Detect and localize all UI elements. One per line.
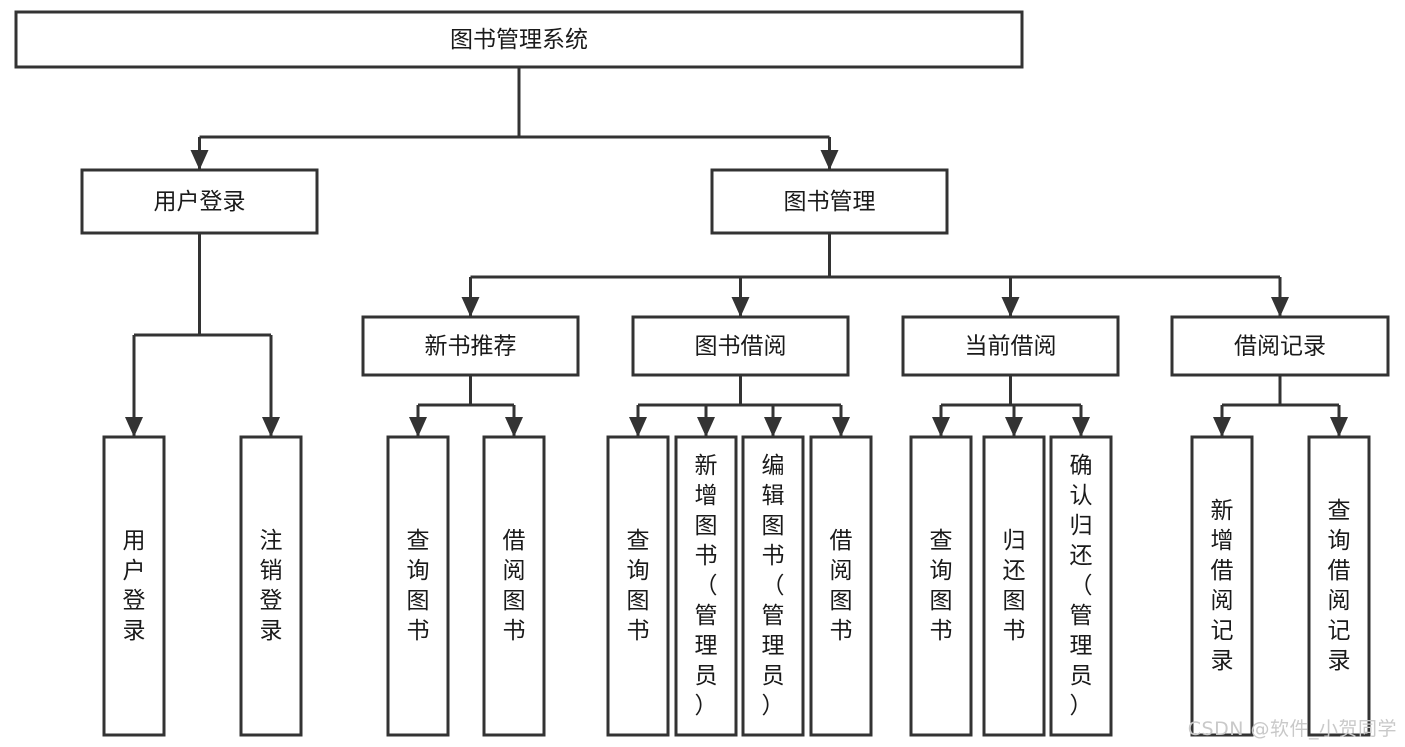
leaf-node-1-box[interactable] xyxy=(239,435,303,737)
leaf-node-12-label: 查询借阅记录 xyxy=(1328,498,1351,674)
leaf-node-3-box[interactable] xyxy=(482,435,546,737)
connectors-layer xyxy=(125,67,1348,437)
arrow-head-icon xyxy=(697,417,715,437)
level3-node-0-box[interactable] xyxy=(361,315,580,377)
level2-node-1-label: 图书管理 xyxy=(784,189,876,215)
leaf-node-1-label: 注销登录 xyxy=(260,528,283,644)
arrow-head-icon xyxy=(1330,417,1348,437)
arrow-head-icon xyxy=(820,150,839,170)
arrow-head-icon xyxy=(932,417,950,437)
arrow-head-icon xyxy=(262,417,280,437)
leaf-node-6-box[interactable] xyxy=(741,435,805,737)
root-node-book-management-system[interactable]: 图书管理系统 xyxy=(14,10,1024,69)
level2-node-1-box[interactable] xyxy=(710,168,949,235)
arrow-head-icon xyxy=(832,417,850,437)
root-node-book-management-system-label: 图书管理系统 xyxy=(450,27,588,53)
leaf-node-0-box[interactable] xyxy=(102,435,166,737)
arrow-head-icon xyxy=(409,417,427,437)
level3-node-1-box[interactable] xyxy=(631,315,850,377)
leaf-node-2-box[interactable] xyxy=(386,435,450,737)
level3-node-0-label: 新书推荐 xyxy=(425,334,517,360)
leaf-node-5-box[interactable] xyxy=(674,435,738,737)
leaf-node-8-label: 查询图书 xyxy=(930,528,953,644)
arrow-head-icon xyxy=(1001,297,1020,317)
level3-node-3-label: 借阅记录 xyxy=(1234,334,1326,360)
level3-node-2-label: 当前借阅 xyxy=(965,334,1057,360)
leaf-node-4-label: 查询图书 xyxy=(627,528,650,644)
leaf-node-4-box[interactable] xyxy=(606,435,670,737)
level2-node-0-box[interactable] xyxy=(80,168,319,235)
arrow-head-icon xyxy=(1213,417,1231,437)
arrow-head-icon xyxy=(1072,417,1090,437)
leaf-node-5[interactable]: 新增图书（管理员） xyxy=(674,435,738,737)
leaf-node-11-label: 新增借阅记录 xyxy=(1211,498,1234,674)
leaf-node-1[interactable]: 注销登录 xyxy=(239,435,303,737)
leaf-node-11[interactable]: 新增借阅记录 xyxy=(1190,435,1254,737)
arrow-head-icon xyxy=(125,417,143,437)
level3-node-2[interactable]: 当前借阅 xyxy=(901,315,1120,377)
level2-node-0[interactable]: 用户登录 xyxy=(80,168,319,235)
leaf-node-8-box[interactable] xyxy=(909,435,973,737)
leaf-node-2-label: 查询图书 xyxy=(407,528,430,644)
level3-node-1-label: 图书借阅 xyxy=(695,334,787,360)
level3-node-3-box[interactable] xyxy=(1170,315,1390,377)
leaf-node-6[interactable]: 编辑图书（管理员） xyxy=(741,435,805,737)
leaf-node-10[interactable]: 确认归还（管理员） xyxy=(1049,435,1113,737)
leaf-node-12[interactable]: 查询借阅记录 xyxy=(1307,435,1371,737)
leaf-node-10-label: 确认归还（管理员） xyxy=(1070,453,1093,719)
leaf-node-11-box[interactable] xyxy=(1190,435,1254,737)
leaf-node-5-label: 新增图书（管理员） xyxy=(695,453,718,719)
level3-node-3[interactable]: 借阅记录 xyxy=(1170,315,1390,377)
arrow-head-icon xyxy=(1271,297,1289,317)
arrow-head-icon xyxy=(629,417,647,437)
arrow-head-icon xyxy=(461,297,480,317)
arrow-head-icon xyxy=(731,297,750,317)
leaf-node-3-label: 借阅图书 xyxy=(503,528,526,644)
arrow-head-icon xyxy=(505,417,523,437)
level3-node-0[interactable]: 新书推荐 xyxy=(361,315,580,377)
leaf-node-9-label: 归还图书 xyxy=(1003,528,1026,644)
level2-node-1[interactable]: 图书管理 xyxy=(710,168,949,235)
level3-node-1[interactable]: 图书借阅 xyxy=(631,315,850,377)
leaf-node-10-box[interactable] xyxy=(1049,435,1113,737)
leaf-node-9[interactable]: 归还图书 xyxy=(982,435,1046,737)
leaf-node-9-box[interactable] xyxy=(982,435,1046,737)
arrow-head-icon xyxy=(1005,417,1023,437)
leaf-node-8[interactable]: 查询图书 xyxy=(909,435,973,737)
leaf-node-4[interactable]: 查询图书 xyxy=(606,435,670,737)
leaf-node-7-label: 借阅图书 xyxy=(830,528,853,644)
leaf-node-12-box[interactable] xyxy=(1307,435,1371,737)
leaf-node-7-box[interactable] xyxy=(809,435,873,737)
leaf-node-3[interactable]: 借阅图书 xyxy=(482,435,546,737)
nodes-layer: 图书管理系统用户登录图书管理新书推荐图书借阅当前借阅借阅记录用户登录注销登录查询… xyxy=(14,10,1390,737)
leaf-node-7[interactable]: 借阅图书 xyxy=(809,435,873,737)
arrow-head-icon xyxy=(764,417,782,437)
arrow-head-icon xyxy=(190,150,209,170)
level3-node-2-box[interactable] xyxy=(901,315,1120,377)
root-node-book-management-system-box[interactable] xyxy=(14,10,1024,69)
leaf-node-0[interactable]: 用户登录 xyxy=(102,435,166,737)
level2-node-0-label: 用户登录 xyxy=(154,189,246,215)
leaf-node-6-label: 编辑图书（管理员） xyxy=(762,453,785,719)
leaf-node-0-label: 用户登录 xyxy=(123,528,146,644)
leaf-node-2[interactable]: 查询图书 xyxy=(386,435,450,737)
